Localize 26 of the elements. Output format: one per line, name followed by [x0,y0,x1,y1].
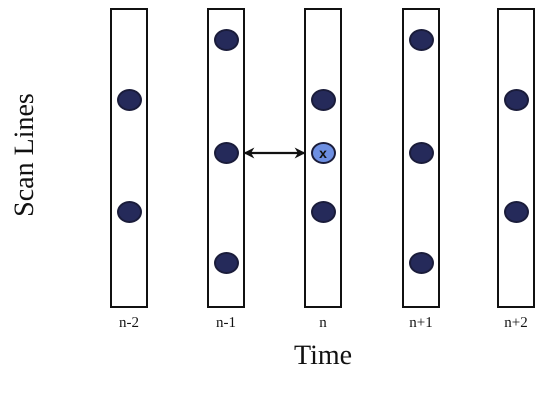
sample-dot [214,29,238,51]
sample-dot [116,201,142,223]
scan-field-bar [497,8,535,308]
scan-field-bar [402,8,440,308]
frame-label: n+2 [503,315,529,332]
scan-field-bar [207,8,245,308]
sample-dot [214,142,238,164]
sample-dot [408,29,434,51]
sample-dot [408,142,434,164]
sample-dot [504,201,528,223]
sample-dot [116,89,142,111]
scan-field-bar [110,8,148,308]
sample-dot [504,89,528,111]
sample-dot [310,201,336,223]
axis-title: Time [294,340,352,372]
double-arrow [243,148,306,158]
frame-label: n-1 [215,315,237,332]
sample-dot [310,89,336,111]
frame-label: n+1 [408,315,434,332]
frame-label: n [318,315,328,332]
frame-label: n-2 [118,315,140,332]
sample-dot [408,252,434,274]
sample-dot [214,252,238,274]
scan-field-bar [304,8,342,308]
interpolated-dot: x [310,142,336,164]
axis-title: Scan Lines [9,93,41,217]
